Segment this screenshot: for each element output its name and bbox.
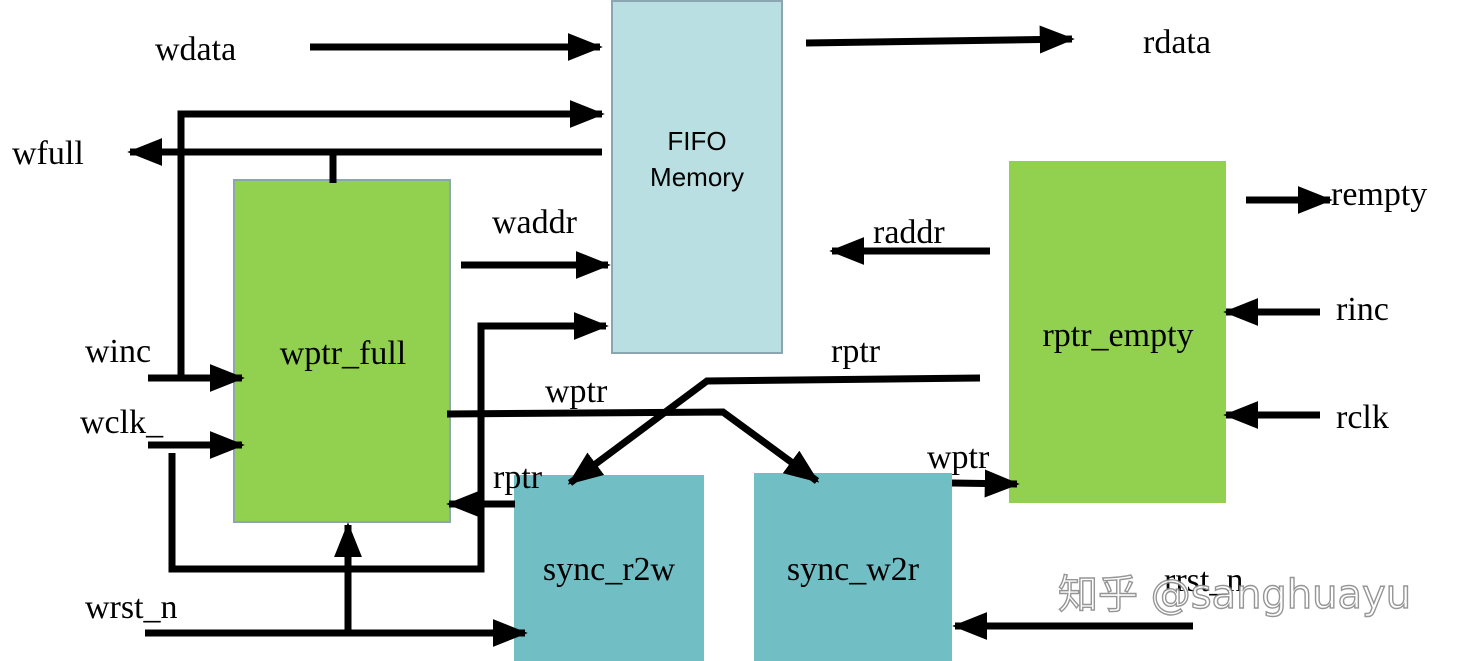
wrst-n-label: wrst_n [85,589,178,626]
rptr-sync-label: rptr [493,459,543,496]
wptr-full-label: wptr_full [280,335,407,372]
wptr-to-sync-w2r [446,408,820,484]
wclk-label: wclk_ [80,404,164,441]
rptr-to-sync-r2w [567,374,981,486]
rrst-n-label: rrst_n [1164,562,1243,599]
rdata-label: rdata [1143,24,1211,61]
rptr-top-label: rptr [831,333,881,370]
watermark: 知乎 @sanghuayu [1058,572,1411,618]
winc-label: winc [85,333,151,370]
rinc-label: rinc [1336,291,1389,328]
fifo-memory-label-line1: FIFO [667,126,726,156]
sync-w2r-label: sync_w2r [787,551,920,588]
sync-w2r-block [754,473,952,661]
rptr-empty-label: rptr_empty [1042,317,1193,354]
wptr-right-label: wptr [927,439,990,476]
rclk-label: rclk [1336,399,1389,436]
rptr-empty-block [1009,161,1226,503]
fifo-memory-label-line2: Memory [650,162,744,192]
sync-r2w-label: sync_r2w [543,551,676,588]
wdata-label: wdata [155,31,236,68]
wfull-label: wfull [12,135,84,172]
wptr-full-block [233,179,451,523]
sync-r2w-block [514,475,704,661]
wptr-mid-label: wptr [545,373,608,410]
rdata-arrow [805,25,1075,54]
raddr-label: raddr [873,214,945,251]
fifo-memory-block [611,0,783,354]
wclk-loop-wire [168,312,609,573]
winc-to-memory-wire [177,100,605,380]
rempty-label: rempty [1331,176,1427,213]
wptr-sync-to-rptr-empty [951,469,1020,498]
waddr-label: waddr [492,204,578,241]
